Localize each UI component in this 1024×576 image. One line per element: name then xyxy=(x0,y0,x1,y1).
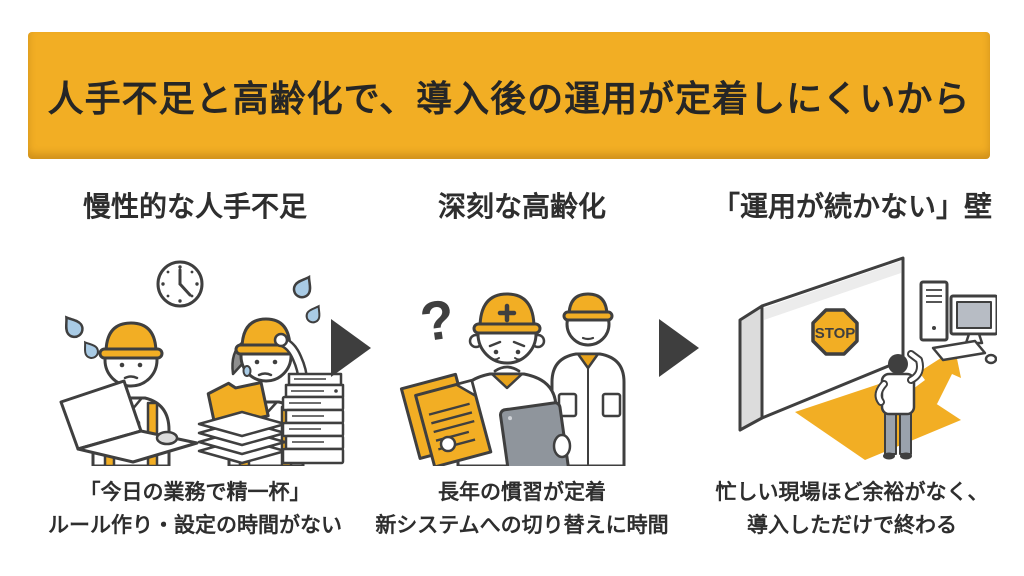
aging-workers-svg: ? xyxy=(399,287,626,466)
caption-line: ルール作り・設定の時間がない xyxy=(48,514,342,537)
right-arrow-icon xyxy=(659,319,699,377)
document-stack-icon xyxy=(281,372,345,465)
column-heading-labor-shortage: 慢性的な人手不足 xyxy=(82,191,307,222)
desktop-computer-icon xyxy=(919,280,997,365)
slide-title: 人手不足と高齢化で、導入後の運用が定着しにくいから xyxy=(47,77,971,119)
stop-wall-illustration: STOP xyxy=(702,246,1002,466)
column-aging: 深刻な高齢化 ? xyxy=(372,190,672,542)
stop-sign-icon: STOP xyxy=(811,308,859,356)
hand xyxy=(552,433,572,459)
stressed-workers-svg xyxy=(58,260,345,466)
stressed-workers-illustration xyxy=(35,246,355,466)
person-figure xyxy=(874,350,924,460)
column-caption-labor-shortage: 「今日の業務で精一杯」 ルール作り・設定の時間がない xyxy=(35,476,355,542)
title-banner: 人手不足と高齢化で、導入後の運用が定着しにくいから xyxy=(28,32,990,159)
arrow-path-icon xyxy=(795,349,961,460)
caption-line: 忙しい現場ほど余裕がなく、 xyxy=(715,481,989,504)
column-heading-aging: 深刻な高齢化 xyxy=(437,191,606,222)
column-heading-operation-wall: 「運用が続かない」壁 xyxy=(711,191,992,222)
question-mark-icon: ? xyxy=(416,287,458,353)
column-operation-wall: 「運用が続かない」壁 STOP xyxy=(702,190,1002,542)
column-caption-aging: 長年の慣習が定着 新システムへの切り替えに時間 xyxy=(372,476,672,542)
worker-figure-background xyxy=(550,292,626,466)
aging-workers-illustration: ? xyxy=(372,246,672,466)
laptop-icon xyxy=(59,379,199,464)
column-caption-operation-wall: 忙しい現場ほど余裕がなく、 導入しただけで終わる xyxy=(702,476,1002,542)
paper-stack-icon xyxy=(197,410,287,465)
stop-sign-label: STOP xyxy=(815,325,856,342)
column-labor-shortage: 慢性的な人手不足 xyxy=(35,190,355,542)
caption-line: 新システムへの切り替えに時間 xyxy=(375,514,669,537)
stop-wall-svg: STOP xyxy=(738,256,997,460)
hand xyxy=(439,435,457,453)
right-arrow-icon xyxy=(331,319,371,377)
caption-line: 導入しただけで終わる xyxy=(747,514,957,537)
caption-line: 長年の慣習が定着 xyxy=(438,481,606,504)
caption-line: 「今日の業務で精一杯」 xyxy=(79,481,311,504)
clock-icon xyxy=(156,260,204,308)
